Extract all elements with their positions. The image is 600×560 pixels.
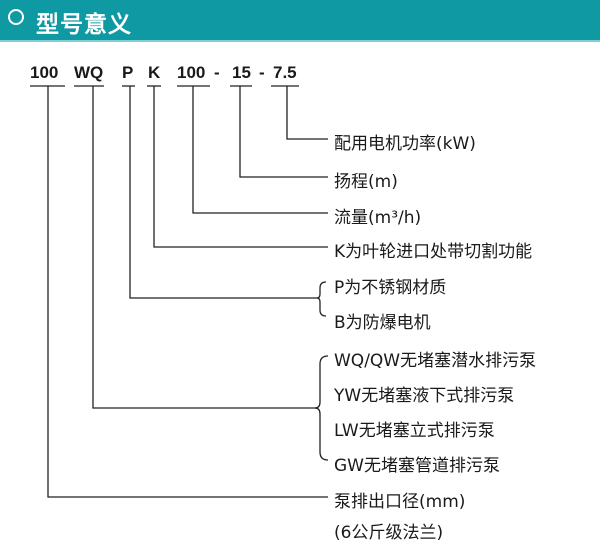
leader-material xyxy=(129,86,318,299)
leader-cutting xyxy=(153,86,328,248)
leader-head xyxy=(239,86,328,178)
leader-flow xyxy=(192,86,328,214)
label-type-gw: GW无堵塞管道排污泵 xyxy=(334,456,500,476)
header-divider xyxy=(0,40,600,42)
leader-pump-type xyxy=(92,86,316,409)
leader-outlet xyxy=(47,86,328,498)
header-bar: 型号意义 xyxy=(0,0,600,40)
label-type-yw: YW无堵塞液下式排污泵 xyxy=(334,386,515,406)
code-cutting: K xyxy=(148,63,161,82)
page-title: 型号意义 xyxy=(36,12,132,38)
code-head: 15 xyxy=(232,63,251,82)
label-outlet-note: (6公斤级法兰) xyxy=(334,523,444,543)
brace-material xyxy=(316,281,327,317)
brace-pump-type xyxy=(314,355,329,461)
code-separator: - xyxy=(259,63,265,82)
label-cutting: K为叶轮进口处带切割功能 xyxy=(334,242,533,262)
code-pump-type: WQ xyxy=(74,63,104,82)
label-type-lw: LW无堵塞立式排污泵 xyxy=(334,421,495,441)
label-power: 配用电机功率(kW) xyxy=(334,134,476,154)
label-flow: 流量(m³/h) xyxy=(334,208,422,228)
code-separator: - xyxy=(214,63,220,82)
leader-power xyxy=(286,86,328,140)
label-type-wq: WQ/QW无堵塞潜水排污泵 xyxy=(334,351,537,371)
label-stainless: P为不锈钢材质 xyxy=(334,278,447,298)
label-outlet: 泵排出口径(mm) xyxy=(334,492,466,512)
code-outlet-size: 100 xyxy=(30,63,59,82)
code-flow: 100 xyxy=(177,63,206,82)
label-explosion-proof: B为防爆电机 xyxy=(334,313,431,333)
label-head: 扬程(m) xyxy=(334,172,398,192)
code-power: 7.5 xyxy=(273,63,297,82)
circle-outline-icon xyxy=(8,9,24,25)
code-material: P xyxy=(122,63,134,82)
